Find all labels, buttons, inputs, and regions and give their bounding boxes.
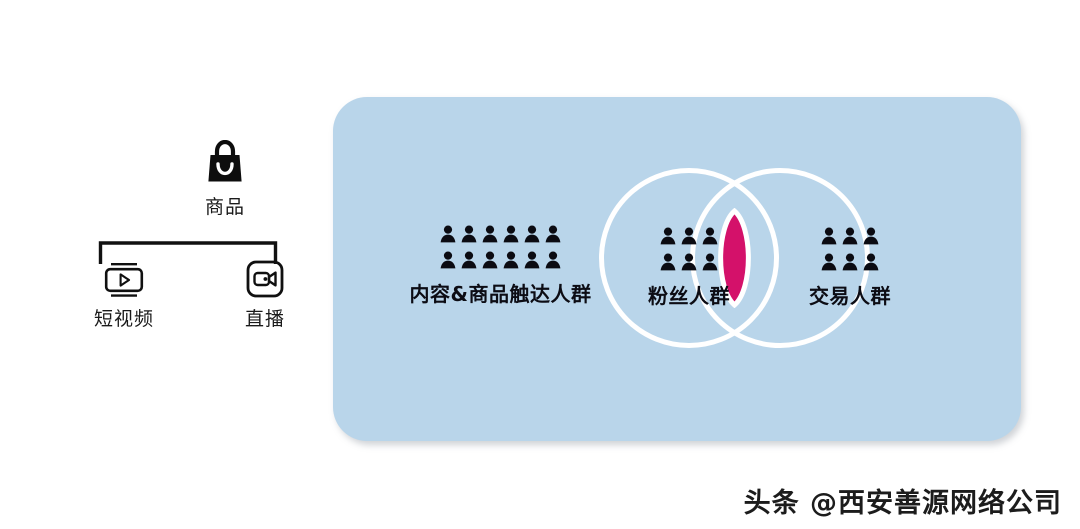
person-icon [482, 251, 498, 273]
short-video-label: 短视频 [93, 308, 154, 330]
bracket-connector [98, 240, 278, 266]
person-icon [503, 251, 519, 273]
person-icon [842, 227, 858, 249]
live-stream-icon [200, 260, 330, 302]
audience-group-label-fans: 粉丝人群 [648, 284, 730, 308]
person-icon [702, 227, 718, 249]
live-stream-label: 直播 [244, 308, 285, 330]
person-icon [461, 225, 477, 247]
person-icon [503, 225, 519, 247]
audience-group-trade: 交易人群 [770, 227, 930, 306]
person-icon [482, 225, 498, 247]
person-icon [842, 253, 858, 275]
person-icon [702, 253, 718, 275]
person-icon [821, 253, 837, 275]
person-icon [681, 227, 697, 249]
person-icon [660, 227, 676, 249]
people-row [660, 253, 718, 275]
person-icon [863, 227, 879, 249]
people-row [821, 227, 879, 249]
product-channel-cluster: 商品 短视频 直播 [40, 139, 340, 350]
people-row [660, 227, 718, 249]
person-icon [545, 225, 561, 247]
person-icon [863, 253, 879, 275]
people-grid-fans [609, 227, 769, 275]
people-row [440, 251, 561, 273]
person-icon [545, 251, 561, 273]
people-grid-trade [770, 227, 930, 275]
audience-group-label-reach: 内容&商品触达人群 [409, 282, 592, 306]
person-icon [440, 225, 456, 247]
person-icon [524, 251, 540, 273]
audience-group-label-trade: 交易人群 [809, 284, 891, 308]
live-stream-node: 直播 [200, 260, 330, 329]
audience-panel: 内容&商品触达人群 粉丝人群 [333, 97, 1021, 441]
shopping-bag-icon [145, 139, 305, 188]
audience-group-fans: 粉丝人群 [609, 227, 769, 306]
product-node: 商品 [145, 139, 305, 218]
people-row [821, 253, 879, 275]
short-video-icon [59, 262, 189, 302]
short-video-node: 短视频 [59, 262, 189, 329]
audience-group-reach: 内容&商品触达人群 [363, 225, 638, 304]
person-icon [440, 251, 456, 273]
watermark-text: 头条 @西安善源网络公司 [743, 487, 1062, 519]
product-label: 商品 [204, 196, 245, 218]
person-icon [660, 253, 676, 275]
person-icon [524, 225, 540, 247]
people-grid-reach [363, 225, 638, 273]
person-icon [821, 227, 837, 249]
people-row [440, 225, 561, 247]
person-icon [681, 253, 697, 275]
person-icon [461, 251, 477, 273]
